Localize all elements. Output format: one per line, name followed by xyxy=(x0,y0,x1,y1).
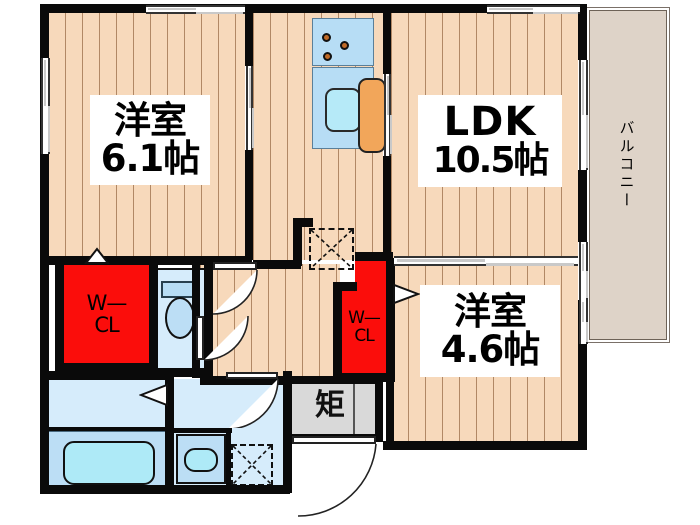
window-kitchen-ldk-partition[interactable] xyxy=(384,74,392,156)
wall-closet-right-left xyxy=(333,282,342,382)
door-swing-washroom xyxy=(229,378,279,428)
closet-wcl-right-line2: CL xyxy=(354,326,374,346)
wall-closet-left-right xyxy=(149,260,158,370)
closet-left-door-arrow-icon[interactable] xyxy=(84,247,110,265)
door-swing-bedroom-left xyxy=(213,269,258,315)
window-top-ldk[interactable] xyxy=(487,5,580,14)
wall-kitchen-right xyxy=(383,4,391,74)
wall-wet-right xyxy=(283,371,292,493)
room-label-ldk-size: 10.5帖 xyxy=(432,140,550,182)
wall-washroom-vert2 xyxy=(226,428,231,486)
kitchen-appliance-space xyxy=(309,228,354,270)
wall-right-outer-low xyxy=(578,300,587,450)
room-floor-hallway-lower xyxy=(200,264,288,382)
room-label-washitsu-left: 洋室 6.1帖 xyxy=(90,95,210,185)
wall-top-kitchen xyxy=(245,4,391,13)
wall-closet-left-left xyxy=(55,260,64,370)
door-swing-corridor xyxy=(203,316,249,361)
wall-right-outer-mid xyxy=(578,170,587,242)
closet-wcl-left-line1: W— xyxy=(86,290,128,315)
wall-kitchen-right-b xyxy=(383,156,391,260)
door-leaf-entrance[interactable] xyxy=(292,436,376,444)
bathtub xyxy=(63,441,155,485)
wall-bedroom-left-right xyxy=(245,4,253,66)
washing-machine-cross-icon xyxy=(232,445,272,485)
room-label-ldk: LDK 10.5帖 xyxy=(418,95,562,187)
door-leaf-washroom[interactable] xyxy=(226,372,278,379)
balcony-sliding-door-bedroom[interactable] xyxy=(579,242,588,300)
wall-wet-vert xyxy=(165,371,174,493)
door-leaf-corridor[interactable] xyxy=(196,316,204,360)
closet-wcl-left-label: W— CL xyxy=(63,264,150,364)
wall-bedroom-left-right-b xyxy=(245,150,253,260)
balcony-sliding-door-ldk[interactable] xyxy=(579,60,588,170)
window-bedroom-right-side[interactable] xyxy=(579,300,588,344)
room-label-washitsu-left-size: 6.1帖 xyxy=(100,137,201,180)
wall-washroom-mid xyxy=(174,428,232,433)
closet-wcl-right-main xyxy=(341,290,387,374)
wall-bedroom-right-left xyxy=(386,258,394,448)
kitchen-sink-bowl xyxy=(325,88,361,132)
room-label-washitsu-right-name: 洋室 xyxy=(454,290,527,334)
sliding-partition-ldk-bedroom[interactable] xyxy=(394,256,578,266)
kitchen-appliance-space-cross-icon xyxy=(310,229,353,269)
closet-right-door-arrow-icon[interactable] xyxy=(392,283,420,305)
balcony-label: バルコニー xyxy=(617,120,636,210)
wall-entry-right xyxy=(375,376,383,442)
wall-wet-tub-top xyxy=(48,427,169,431)
wall-bottom-right xyxy=(383,441,587,450)
window-top-left-bedroom[interactable] xyxy=(146,5,245,14)
wall-right-outer-top xyxy=(578,4,587,60)
entrance-floor xyxy=(288,383,380,435)
closet-wcl-left xyxy=(63,264,150,364)
room-label-washitsu-right-size: 4.6帖 xyxy=(440,328,541,371)
room-label-ldk-name: LDK xyxy=(443,99,537,146)
burner-3-icon xyxy=(323,52,332,61)
burner-2-icon xyxy=(340,41,349,50)
closet-wcl-right-label: W— CL xyxy=(341,290,387,366)
entrance-shoe-icon: 矩 xyxy=(315,388,345,423)
wall-kitchen-upper-stub xyxy=(293,218,313,227)
wall-wet-top xyxy=(40,371,170,380)
toilet-bowl xyxy=(165,297,195,339)
wall-kitchen-vert-divider xyxy=(293,218,302,266)
wall-bottom-hall xyxy=(200,376,292,385)
refrigerator xyxy=(358,78,386,153)
wall-toilet-right xyxy=(204,260,213,372)
door-leaf-bedroom-left[interactable] xyxy=(213,262,257,270)
closet-wcl-left-line2: CL xyxy=(94,313,119,337)
wall-entry-top xyxy=(288,376,383,384)
window-left-bedroom-side[interactable] xyxy=(41,58,50,154)
closet-wcl-right-line1: W— xyxy=(348,308,381,329)
closet-wcl-right-upper xyxy=(355,258,387,294)
wall-mid-horizontal-kitchen xyxy=(253,260,301,269)
bathroom-door-arrow-icon[interactable] xyxy=(139,383,173,407)
door-swing-entrance xyxy=(297,443,377,517)
washbasin-bowl xyxy=(184,448,218,472)
bathroom-floor xyxy=(48,379,169,431)
wall-mid-horizontal-right xyxy=(355,252,393,261)
balcony-slab xyxy=(589,10,667,340)
window-bedroom-kitchen-partition[interactable] xyxy=(246,66,254,150)
wall-closet-right-topnotch xyxy=(333,282,357,291)
room-label-washitsu-left-name: 洋室 xyxy=(114,99,187,143)
burner-1-icon xyxy=(322,33,331,42)
wall-closet-left-bottom xyxy=(55,363,158,372)
entrance-step-line xyxy=(353,383,355,435)
wall-toilet-bottom xyxy=(149,368,213,377)
room-label-washitsu-right: 洋室 4.6帖 xyxy=(420,285,560,377)
